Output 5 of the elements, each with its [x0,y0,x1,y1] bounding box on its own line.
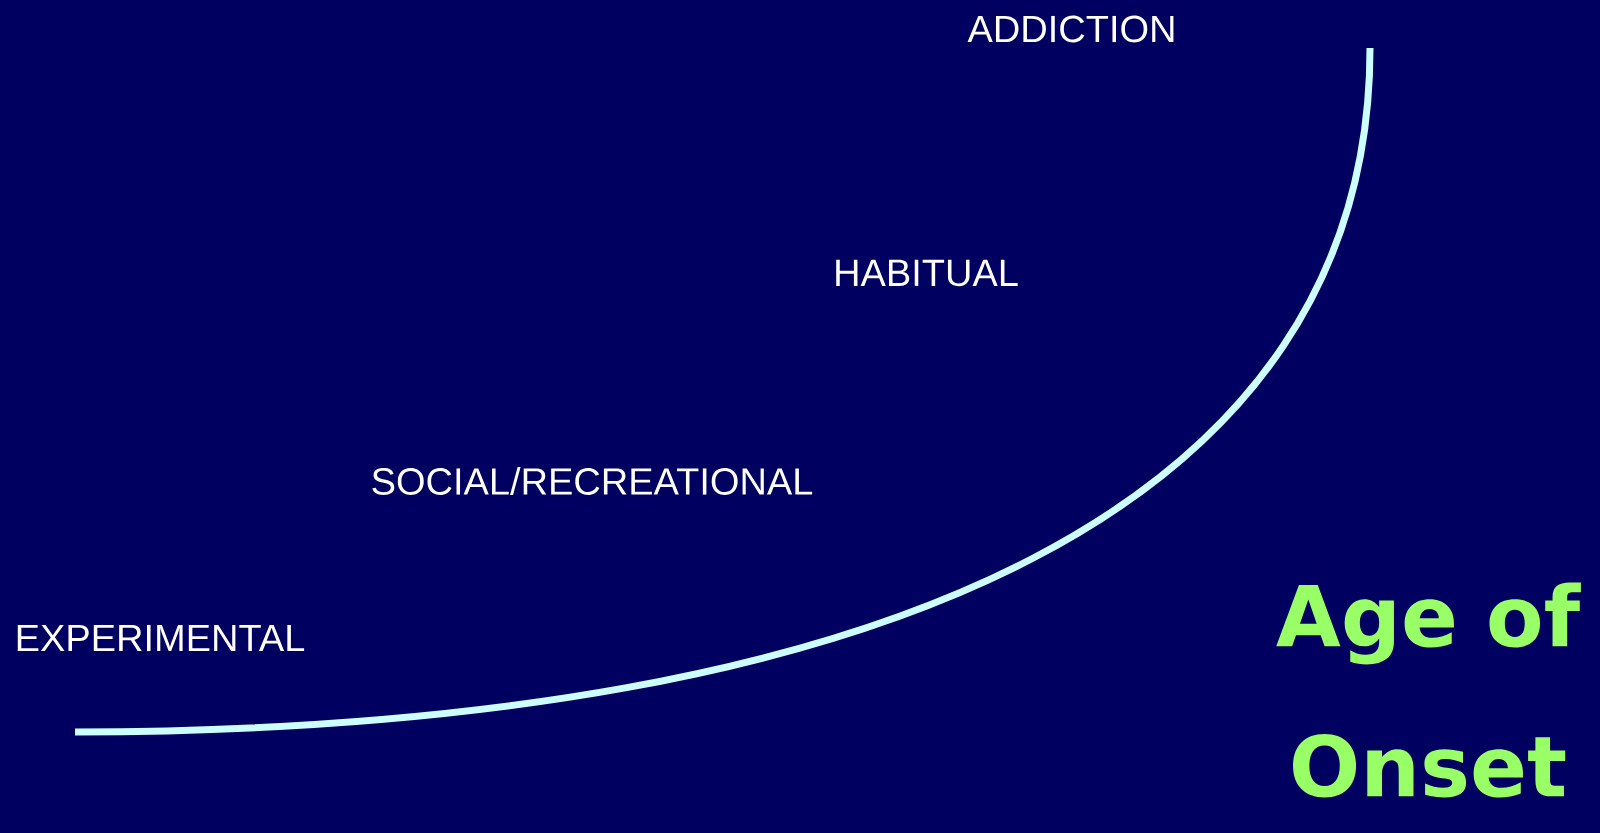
stage-label: ADDICTION [967,15,1174,43]
stage-label: HABITUAL [836,259,1018,287]
stage-label: EXPERIMENTAL [17,624,305,652]
heading: Age of Onset [1276,582,1581,798]
stage-label: SOCIAL/RECREATIONAL [372,467,813,495]
